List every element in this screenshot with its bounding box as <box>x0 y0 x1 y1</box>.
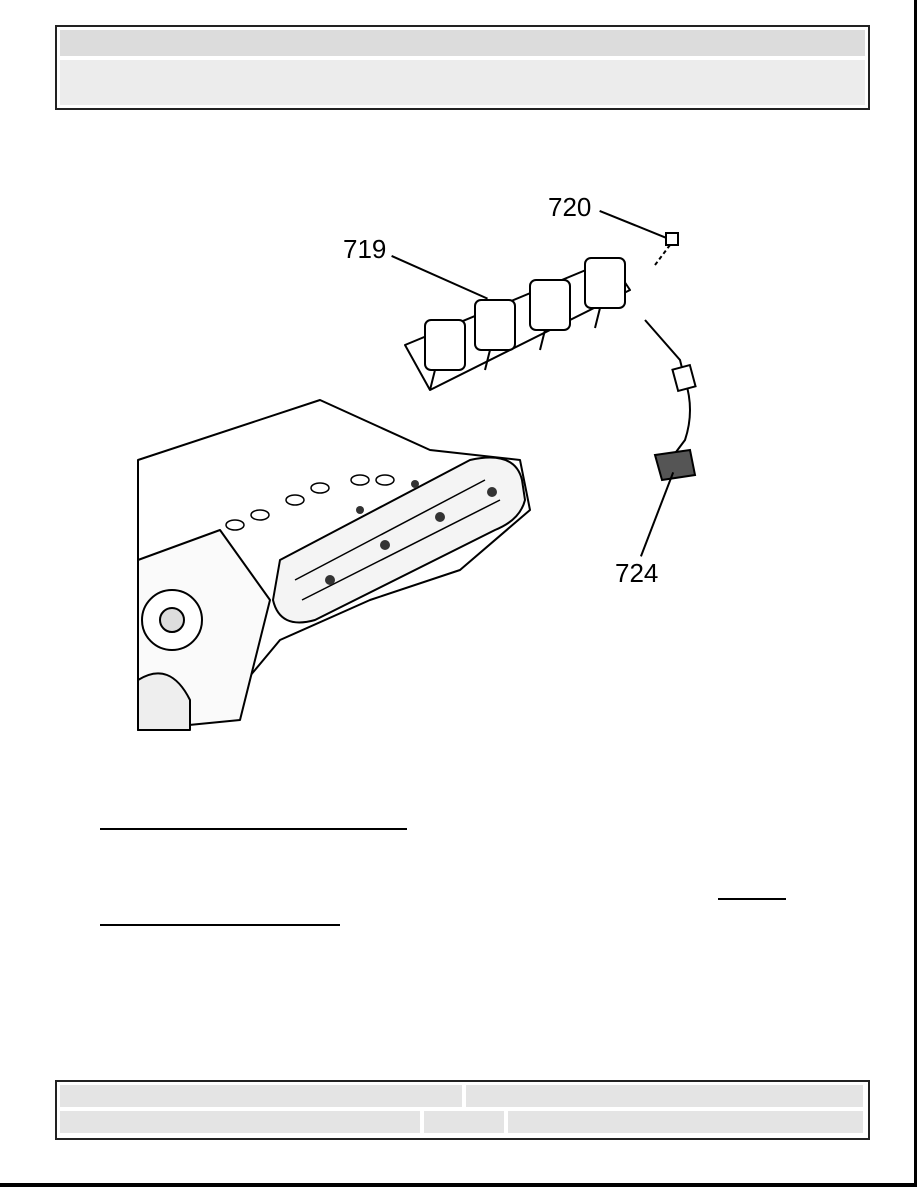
header-subtitle <box>60 60 865 105</box>
callout-720: 720 <box>548 192 592 222</box>
step-link-2-a[interactable] <box>718 880 786 900</box>
callout-724: 724 <box>615 558 659 588</box>
footer-mid-bottom <box>424 1111 504 1133</box>
valve-cover <box>272 456 526 624</box>
step-link-2-b[interactable] <box>100 906 340 926</box>
footer-box <box>55 1080 870 1140</box>
header-title <box>60 30 865 56</box>
callout-719: 719 <box>343 234 387 264</box>
header-box <box>55 25 870 110</box>
footer-right-bottom <box>508 1111 863 1133</box>
sensor-connector <box>653 448 697 482</box>
footer-left-bottom <box>60 1111 420 1133</box>
step-text <box>100 880 710 898</box>
footer-right-top <box>466 1085 863 1107</box>
step-link-1[interactable] <box>100 810 407 830</box>
engine-diagram-svg <box>137 232 697 731</box>
engine-illustration <box>130 180 770 740</box>
footer-left-top <box>60 1085 462 1107</box>
